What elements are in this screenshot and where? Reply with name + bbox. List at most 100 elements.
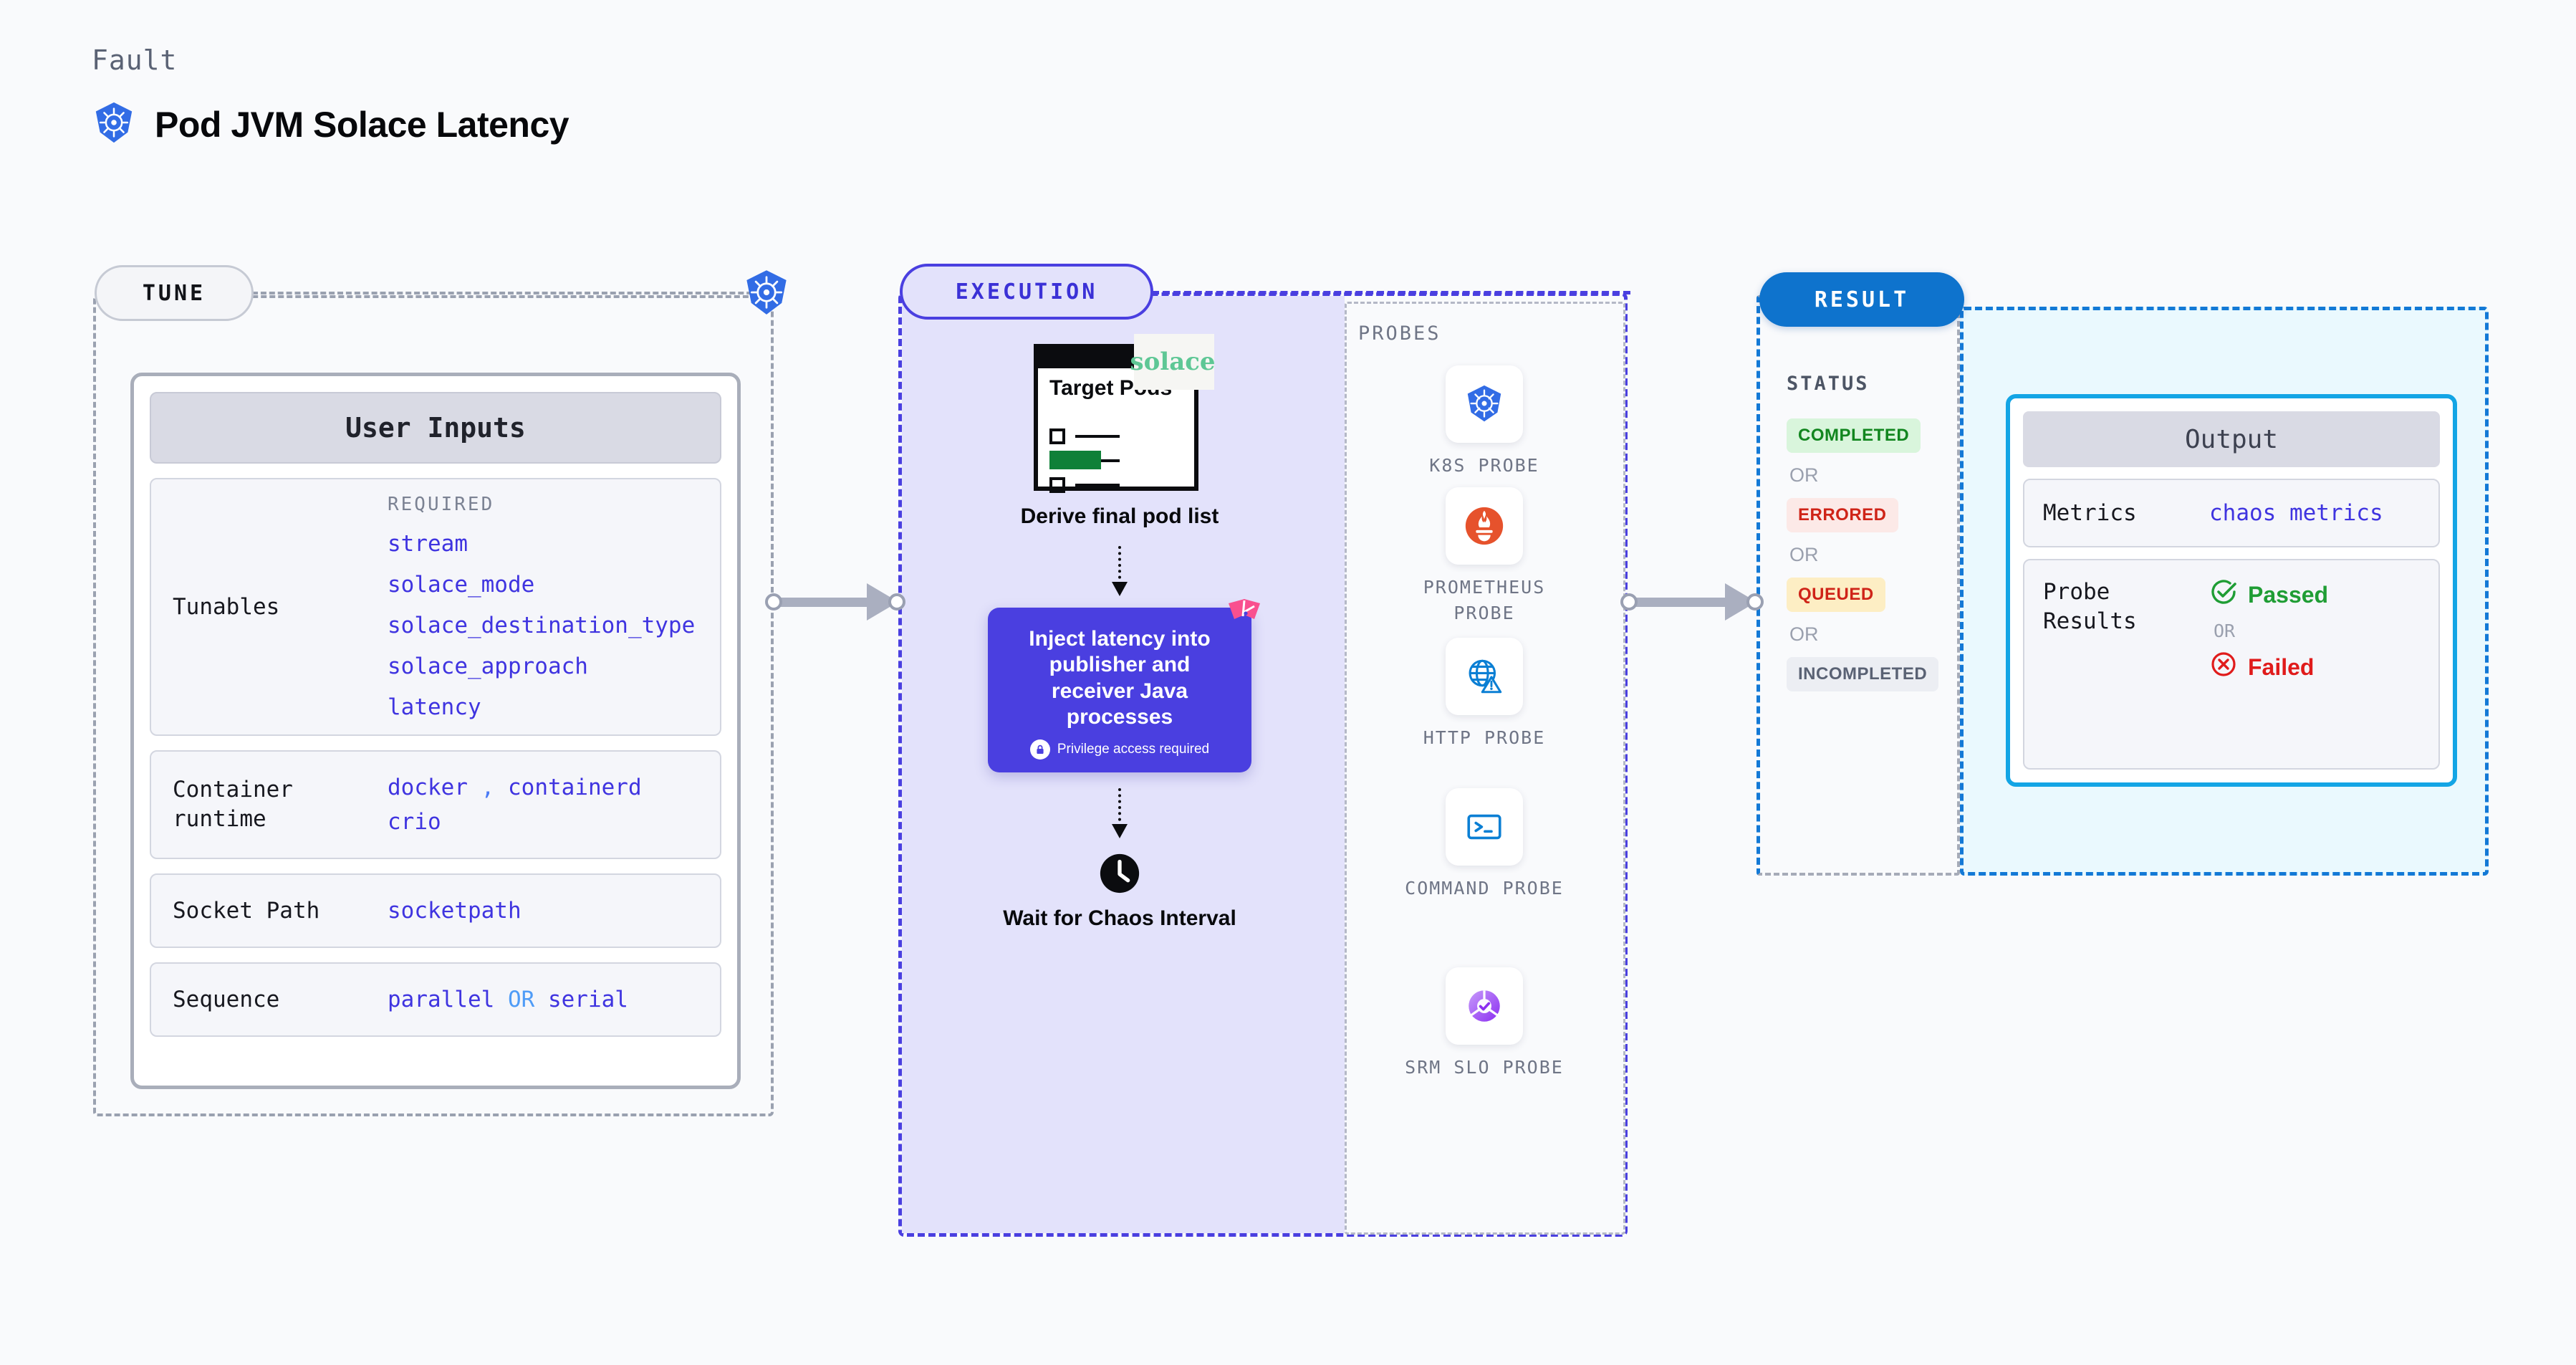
inject-latency-card: Inject latency into publisher and receiv… <box>988 598 1260 772</box>
title-row: Pod JVM Solace Latency <box>92 100 569 148</box>
runtime-containerd: containerd <box>508 775 642 800</box>
probe-srm-slo[interactable]: SRM SLO PROBE <box>1391 967 1577 1081</box>
list-item: solace_destination_type <box>388 613 696 638</box>
required-label: REQUIRED <box>388 494 495 515</box>
lock-icon <box>1029 739 1050 760</box>
prometheus-icon <box>1446 487 1523 565</box>
document-green-bar <box>1049 451 1101 469</box>
status-title: STATUS <box>1787 373 1870 395</box>
derive-pod-list-caption: Derive final pod list <box>1020 504 1219 528</box>
terminal-icon <box>1446 788 1523 866</box>
document-row <box>1049 477 1120 493</box>
verdict-failed-label: Failed <box>2248 653 2315 680</box>
tune-stage-boundary <box>93 295 774 1116</box>
checkbox-icon <box>1049 477 1065 493</box>
verdict-failed: Failed <box>2209 650 2328 684</box>
check-circle-icon <box>2209 578 2238 612</box>
metrics-row: Metrics chaos metrics <box>2023 479 2440 548</box>
tune-connector-line <box>252 292 769 294</box>
execution-flow: Target Pods solace Derive final pod list <box>898 334 1341 932</box>
line-icon <box>1075 435 1120 438</box>
sequence-or: OR <box>507 987 535 1013</box>
connector-tune-to-execution <box>765 580 905 623</box>
solace-logo: solace <box>1130 334 1216 390</box>
status-badge-errored: ERRORED <box>1787 498 1898 532</box>
execution-connector-line <box>1152 291 1630 294</box>
user-inputs-card: User Inputs Tunables REQUIRED stream sol… <box>130 373 741 1089</box>
status-badge-incompleted: INCOMPLETED <box>1787 657 1939 691</box>
sequence-row: Sequence parallel OR serial <box>150 962 721 1038</box>
status-or: OR <box>1789 464 1819 486</box>
privilege-note: Privilege access required <box>1029 739 1210 760</box>
line-icon <box>1075 484 1120 487</box>
probe-command[interactable]: COMMAND PROBE <box>1391 788 1577 901</box>
probe-label: COMMAND PROBE <box>1405 878 1564 899</box>
kubernetes-icon <box>742 268 791 317</box>
probe-label: HTTP PROBE <box>1423 727 1546 748</box>
list-item: solace_approach <box>388 653 588 679</box>
probe-results-row: Probe Results Passed OR <box>2023 559 2440 770</box>
metrics-key: Metrics <box>2043 499 2137 526</box>
chaos-badge-icon <box>1226 596 1263 633</box>
document-row <box>1049 428 1120 444</box>
privilege-text: Privilege access required <box>1057 741 1210 757</box>
tunables-list: stream solace_mode solace_destination_ty… <box>388 531 695 720</box>
verdict-passed: Passed <box>2209 578 2328 612</box>
inject-latency-text: Inject latency into publisher and receiv… <box>1029 626 1211 729</box>
socket-path-row: Socket Path socketpath <box>150 873 721 949</box>
sequence-key: Sequence <box>173 986 280 1012</box>
list-item: latency <box>388 694 481 720</box>
status-or: OR <box>1789 544 1819 565</box>
probe-results-key: Probe Results <box>2043 579 2137 634</box>
status-badge-completed: COMPLETED <box>1787 418 1921 453</box>
output-title: Output <box>2023 411 2440 467</box>
runtime-crio: crio <box>388 809 441 835</box>
flow-arrow-1 <box>1112 545 1128 598</box>
probes-title: PROBES <box>1358 322 1441 345</box>
x-circle-icon <box>2209 650 2238 684</box>
globe-warning-icon <box>1446 638 1523 715</box>
page-title: Pod JVM Solace Latency <box>155 104 569 145</box>
kubernetes-icon <box>1446 365 1523 443</box>
metrics-value: chaos metrics <box>2209 500 2383 526</box>
target-pods-document: Target Pods solace <box>1034 334 1216 493</box>
result-stage-pill[interactable]: RESULT <box>1759 272 1964 327</box>
tunables-row: Tunables REQUIRED stream solace_mode sol… <box>150 478 721 736</box>
wait-for-chaos-caption: Wait for Chaos Interval <box>1003 906 1236 930</box>
user-inputs-title: User Inputs <box>150 392 721 464</box>
probe-prometheus[interactable]: PROMETHEUS PROBE <box>1391 487 1577 627</box>
page-header: Fault Pod JVM Solace Latency <box>92 44 569 148</box>
runtime-docker: docker <box>388 775 468 800</box>
probe-http[interactable]: HTTP PROBE <box>1391 638 1577 751</box>
list-item: stream <box>388 531 468 557</box>
status-list: COMPLETED OR ERRORED OR QUEUED OR INCOMP… <box>1787 418 1951 691</box>
status-badge-queued: QUEUED <box>1787 578 1885 612</box>
srm-slo-icon <box>1446 967 1523 1045</box>
tunables-key: Tunables <box>173 593 280 620</box>
sequence-serial: serial <box>547 987 628 1013</box>
socket-path-key: Socket Path <box>173 897 320 924</box>
probe-label: PROMETHEUS PROBE <box>1423 577 1546 624</box>
sequence-parallel: parallel <box>388 987 495 1013</box>
value-separator: , <box>481 775 495 800</box>
socket-path-value: socketpath <box>388 898 522 924</box>
fault-kicker: Fault <box>92 44 178 76</box>
checkbox-icon <box>1049 428 1065 444</box>
probe-k8s[interactable]: K8S PROBE <box>1391 365 1577 479</box>
execution-stage-pill[interactable]: EXECUTION <box>900 264 1153 320</box>
container-runtime-key: Container runtime <box>173 777 293 833</box>
kubernetes-icon <box>92 100 136 148</box>
container-runtime-row: Container runtime docker , containerd cr… <box>150 750 721 860</box>
status-or: OR <box>1789 623 1819 645</box>
clock-icon <box>1097 851 1142 896</box>
verdict-or: OR <box>2214 621 2236 642</box>
container-runtime-values: docker , containerd crio <box>388 770 642 839</box>
sequence-values: parallel OR serial <box>388 982 628 1017</box>
solace-wordmark: solace <box>1130 348 1216 376</box>
tune-stage-pill[interactable]: TUNE <box>95 265 254 321</box>
output-card: Output Metrics chaos metrics Probe Resul… <box>2006 394 2457 787</box>
flow-arrow-2 <box>1112 787 1128 840</box>
probes-panel <box>1345 302 1625 1235</box>
list-item: solace_mode <box>388 572 535 598</box>
verdict-passed-label: Passed <box>2248 581 2329 608</box>
